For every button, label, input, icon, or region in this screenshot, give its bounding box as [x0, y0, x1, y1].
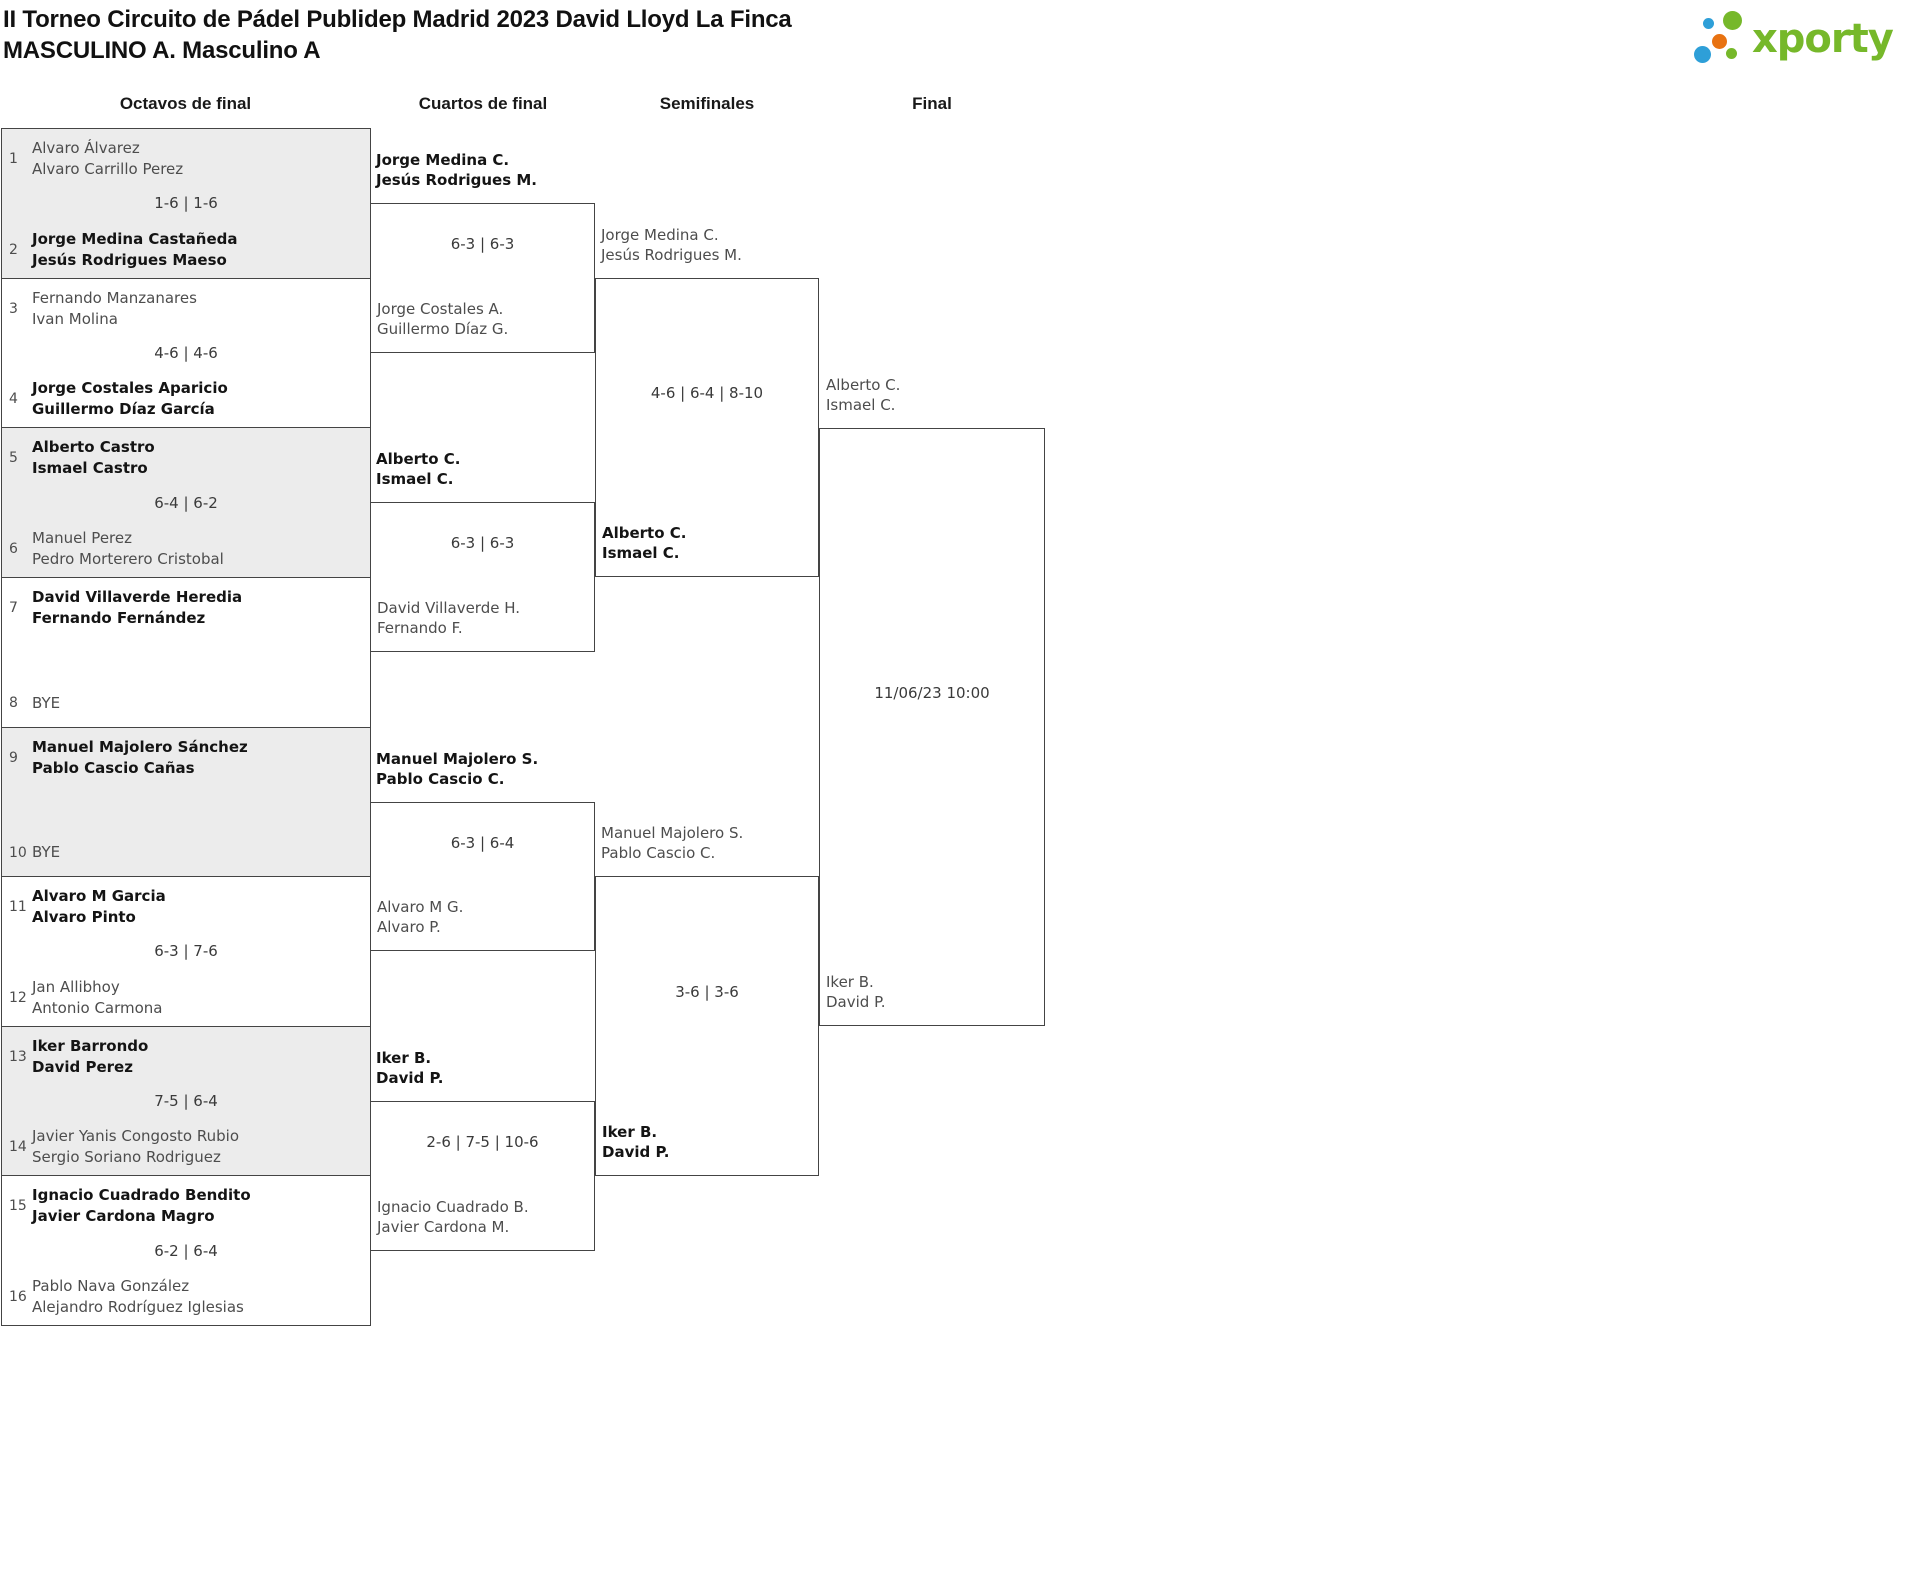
cuartos-team-advanced: Alberto C.Ismael C. [376, 450, 461, 488]
logo-dot-icon [1723, 11, 1742, 30]
page-title: II Torneo Circuito de Pádel Publidep Mad… [3, 4, 792, 66]
seed-number: 3 [9, 300, 18, 317]
seed-number: 14 [9, 1139, 27, 1156]
semifinal-match-1: 4-6 | 6-4 | 8-10 Alberto C.Ismael C. [595, 278, 819, 577]
seed-number: 10 [9, 844, 27, 861]
tournament-name: II Torneo Circuito de Pádel Publidep Mad… [3, 6, 792, 33]
cuartos-team-advanced: Manuel Majolero S.Pablo Cascio C. [376, 750, 539, 788]
seed-number: 12 [9, 989, 27, 1006]
xporty-logo[interactable]: xporty [1690, 2, 1912, 66]
team-names-winner: Iker B.David P. [602, 1123, 670, 1161]
semifinal-team-advanced: Jorge Medina C.Jesús Rodrigues M. [601, 226, 742, 264]
seed-number: 6 [9, 540, 18, 557]
logo-wordmark: xporty [1752, 16, 1894, 62]
category-name: MASCULINO A. Masculino A [3, 37, 321, 64]
cuartos-team-advanced: Jorge Medina C.Jesús Rodrigues M. [376, 151, 538, 189]
match-score: 6-3 | 6-4 [450, 834, 515, 852]
match-schedule: 11/06/23 10:00 [874, 684, 990, 702]
semifinal-match-2: 3-6 | 3-6 Iker B.David P. [595, 876, 819, 1176]
match-score: 6-3 | 6-3 [450, 235, 515, 253]
finalist-team: Iker B.David P. [826, 973, 886, 1011]
seed-number: 11 [9, 899, 27, 916]
team-names-bye: BYE [32, 843, 61, 862]
cuartos-team-advanced: Iker B.David P. [376, 1049, 444, 1087]
cuartos-match-1: 6-3 | 6-3 Jorge Costales A.Guillermo Día… [370, 203, 595, 353]
seed-number: 1 [9, 151, 18, 167]
finalist-team: Alberto C.Ismael C. [826, 376, 901, 414]
seed-number: 15 [9, 1198, 27, 1215]
logo-dot-icon [1712, 34, 1727, 49]
final-match: 11/06/23 10:00 Iker B.David P. [819, 428, 1045, 1026]
cuartos-match-3: 6-3 | 6-4 Alvaro M G.Alvaro P. [370, 802, 595, 951]
match-score: 6-3 | 6-3 [450, 534, 515, 552]
seed-number: 9 [9, 749, 18, 766]
logo-dot-icon [1694, 46, 1711, 63]
match-score: 3-6 | 3-6 [675, 983, 739, 1001]
match-score: 4-6 | 4-6 [154, 343, 218, 362]
seed-number: 8 [9, 695, 18, 711]
round-header-cuartos: Cuartos de final [418, 94, 548, 113]
match-score: 1-6 | 1-6 [154, 194, 218, 213]
seed-number: 4 [9, 391, 18, 408]
seed-number: 2 [9, 241, 18, 258]
team-names-winner: Alberto C.Ismael C. [602, 524, 687, 562]
team-names: Alvaro M G.Alvaro P. [377, 898, 464, 936]
seed-number: 13 [9, 1048, 27, 1065]
match-score: 6-3 | 7-6 [154, 942, 218, 961]
team-names: David Villaverde H.Fernando F. [377, 599, 521, 637]
match-score: 2-6 | 7-5 | 10-6 [426, 1133, 539, 1151]
cuartos-match-2: 6-3 | 6-3 David Villaverde H.Fernando F. [370, 502, 595, 652]
match-score: 6-2 | 6-4 [154, 1241, 218, 1260]
logo-dot-icon [1703, 18, 1714, 29]
logo-dot-icon [1726, 48, 1737, 59]
semifinal-team-advanced: Manuel Majolero S.Pablo Cascio C. [601, 824, 744, 862]
match-score: 6-4 | 6-2 [154, 493, 218, 512]
seed-number: 16 [9, 1289, 27, 1305]
seed-number: 7 [9, 599, 18, 616]
seed-number: 5 [9, 450, 18, 467]
round-header-semifinales: Semifinales [659, 94, 755, 113]
round-header-final: Final [912, 94, 952, 113]
team-names-bye: BYE [32, 693, 61, 712]
match-score: 7-5 | 6-4 [154, 1092, 218, 1111]
team-names: Jorge Costales A.Guillermo Díaz G. [377, 300, 509, 338]
round-header-octavos: Octavos de final [119, 94, 252, 113]
team-names: Ignacio Cuadrado B.Javier Cardona M. [377, 1198, 529, 1236]
match-score: 4-6 | 6-4 | 8-10 [650, 384, 764, 402]
cuartos-match-4: 2-6 | 7-5 | 10-6 Ignacio Cuadrado B.Javi… [370, 1101, 595, 1251]
